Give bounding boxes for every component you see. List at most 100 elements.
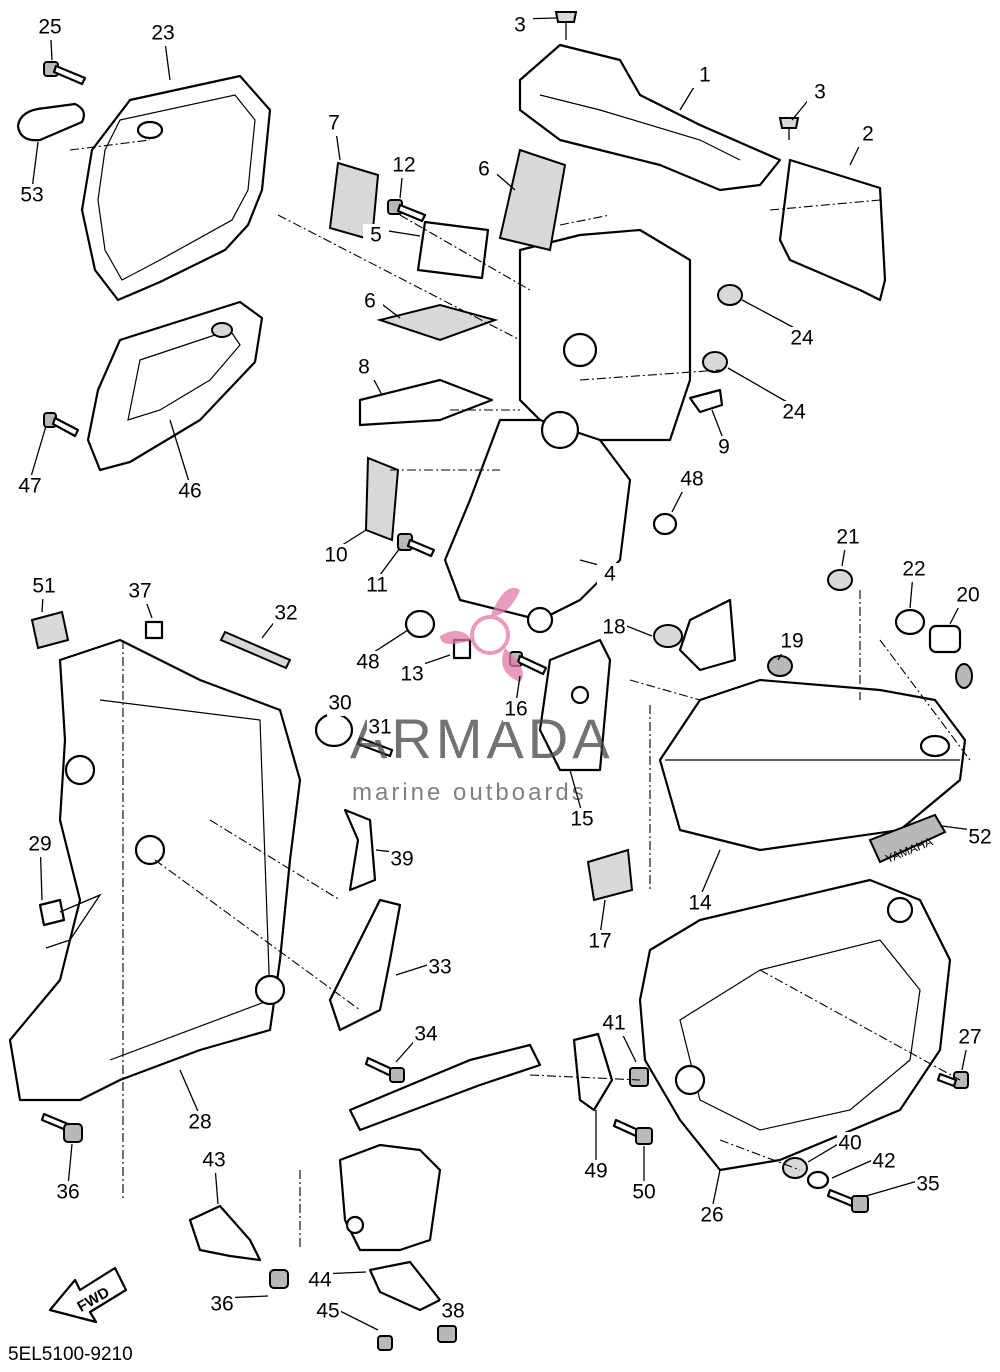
part-34-screw bbox=[364, 1056, 405, 1083]
part-35-bolt bbox=[826, 1188, 869, 1213]
callout-number: 21 bbox=[836, 526, 859, 549]
callout-45: 45 bbox=[315, 1300, 379, 1331]
part-24-grommet-b bbox=[702, 351, 728, 373]
callout-13: 13 bbox=[399, 654, 451, 687]
callout-number: 24 bbox=[782, 401, 806, 424]
callout-number: 52 bbox=[968, 826, 991, 849]
callout-leader bbox=[376, 547, 401, 580]
part-11-bolt bbox=[397, 533, 436, 558]
callout-bg bbox=[273, 602, 299, 626]
callout-51: 51 bbox=[31, 575, 57, 613]
callout-number: 2 bbox=[862, 123, 874, 146]
callout-leader bbox=[727, 367, 795, 407]
callout-32: 32 bbox=[261, 602, 299, 639]
callout-bg bbox=[597, 563, 623, 587]
callout-1: 1 bbox=[679, 64, 718, 111]
part-1-top-bracket bbox=[518, 43, 782, 192]
callout-2: 2 bbox=[849, 123, 881, 166]
callout-bg bbox=[855, 123, 881, 147]
callout-leader bbox=[169, 419, 191, 486]
callout-bg bbox=[351, 356, 377, 380]
callout-number: 5 bbox=[370, 224, 382, 247]
callout-bg bbox=[711, 436, 737, 460]
callout-leader bbox=[699, 849, 721, 898]
callout-number: 34 bbox=[414, 1023, 438, 1046]
callout-number: 33 bbox=[428, 956, 451, 979]
callout-number: 40 bbox=[838, 1132, 861, 1155]
callout-bg bbox=[37, 16, 63, 40]
callout-bg bbox=[440, 1300, 466, 1324]
callout-number: 29 bbox=[28, 833, 51, 856]
callout-bg bbox=[307, 1269, 333, 1293]
callout-bg bbox=[601, 616, 627, 640]
callout-number: 18 bbox=[602, 616, 625, 639]
callout-number: 46 bbox=[178, 480, 201, 503]
part-22-ring bbox=[894, 608, 926, 636]
callout-28: 28 bbox=[179, 1069, 213, 1135]
callout-9: 9 bbox=[711, 409, 737, 460]
part-21-ring bbox=[827, 569, 853, 591]
callout-bg bbox=[699, 1204, 725, 1228]
callout-47: 47 bbox=[17, 425, 47, 499]
part-6-pad-upper bbox=[498, 148, 567, 252]
callout-number: 23 bbox=[151, 22, 174, 45]
part-36-bolt-a bbox=[40, 1112, 83, 1143]
part-29-sensor-wire bbox=[38, 893, 102, 949]
callout-40: 40 bbox=[807, 1132, 863, 1163]
callout-leader bbox=[711, 1169, 721, 1210]
part-43-bracket bbox=[188, 1204, 262, 1262]
callout-bg bbox=[321, 112, 347, 136]
callout-number: 51 bbox=[32, 575, 55, 598]
callout-number: 9 bbox=[718, 436, 730, 459]
part-14-tank bbox=[658, 678, 967, 852]
callout-number: 22 bbox=[902, 558, 925, 581]
part-3-rivet-top bbox=[554, 11, 578, 40]
callout-number: 12 bbox=[392, 154, 415, 177]
part-44-valve bbox=[338, 1143, 442, 1312]
callout-bg bbox=[427, 956, 453, 980]
callout-37: 37 bbox=[127, 580, 153, 619]
callout-number: 49 bbox=[584, 1160, 607, 1183]
part-37-clip bbox=[144, 620, 164, 640]
callout-24: 24 bbox=[741, 299, 815, 351]
callout-number: 26 bbox=[700, 1204, 723, 1227]
callout-number: 30 bbox=[328, 692, 351, 715]
callout-34: 34 bbox=[395, 1023, 439, 1063]
callout-bg bbox=[915, 1173, 941, 1197]
callout-number: 6 bbox=[364, 290, 376, 313]
callout-49: 49 bbox=[583, 1110, 609, 1184]
callout-bg bbox=[399, 663, 425, 687]
part-9-clip bbox=[688, 388, 724, 414]
callout-6: 6 bbox=[471, 158, 516, 191]
callout-8: 8 bbox=[351, 356, 383, 396]
callout-number: 36 bbox=[56, 1181, 79, 1204]
watermark-tagline: marine outboards bbox=[352, 779, 587, 806]
callout-20: 20 bbox=[949, 584, 981, 625]
part-45-screw bbox=[377, 1335, 393, 1351]
callout-43: 43 bbox=[201, 1149, 227, 1205]
callout-5: 5 bbox=[363, 224, 421, 248]
callout-bg bbox=[150, 22, 176, 46]
callout-bg bbox=[503, 698, 529, 722]
callout-leader bbox=[31, 141, 39, 190]
part-38-bolt bbox=[437, 1325, 457, 1343]
callout-29: 29 bbox=[27, 833, 53, 901]
callout-27: 27 bbox=[957, 1026, 983, 1071]
callout-50: 50 bbox=[631, 1146, 657, 1205]
watermark-brand: ARMADA bbox=[350, 707, 614, 770]
callout-bg bbox=[17, 475, 43, 499]
callout-48: 48 bbox=[355, 629, 409, 675]
callout-number: 8 bbox=[358, 356, 370, 379]
callout-25: 25 bbox=[37, 16, 63, 61]
callout-bg bbox=[364, 574, 390, 598]
callout-24: 24 bbox=[727, 367, 807, 425]
callout-leader bbox=[711, 409, 725, 442]
callout-35: 35 bbox=[865, 1173, 941, 1197]
callout-bg bbox=[692, 64, 718, 88]
part-23-side-cover bbox=[80, 74, 272, 302]
callout-number: 15 bbox=[570, 808, 593, 831]
callout-46: 46 bbox=[169, 419, 203, 504]
callout-number: 48 bbox=[680, 468, 703, 491]
callout-number: 10 bbox=[324, 544, 347, 567]
reference-lines bbox=[69, 139, 971, 1250]
